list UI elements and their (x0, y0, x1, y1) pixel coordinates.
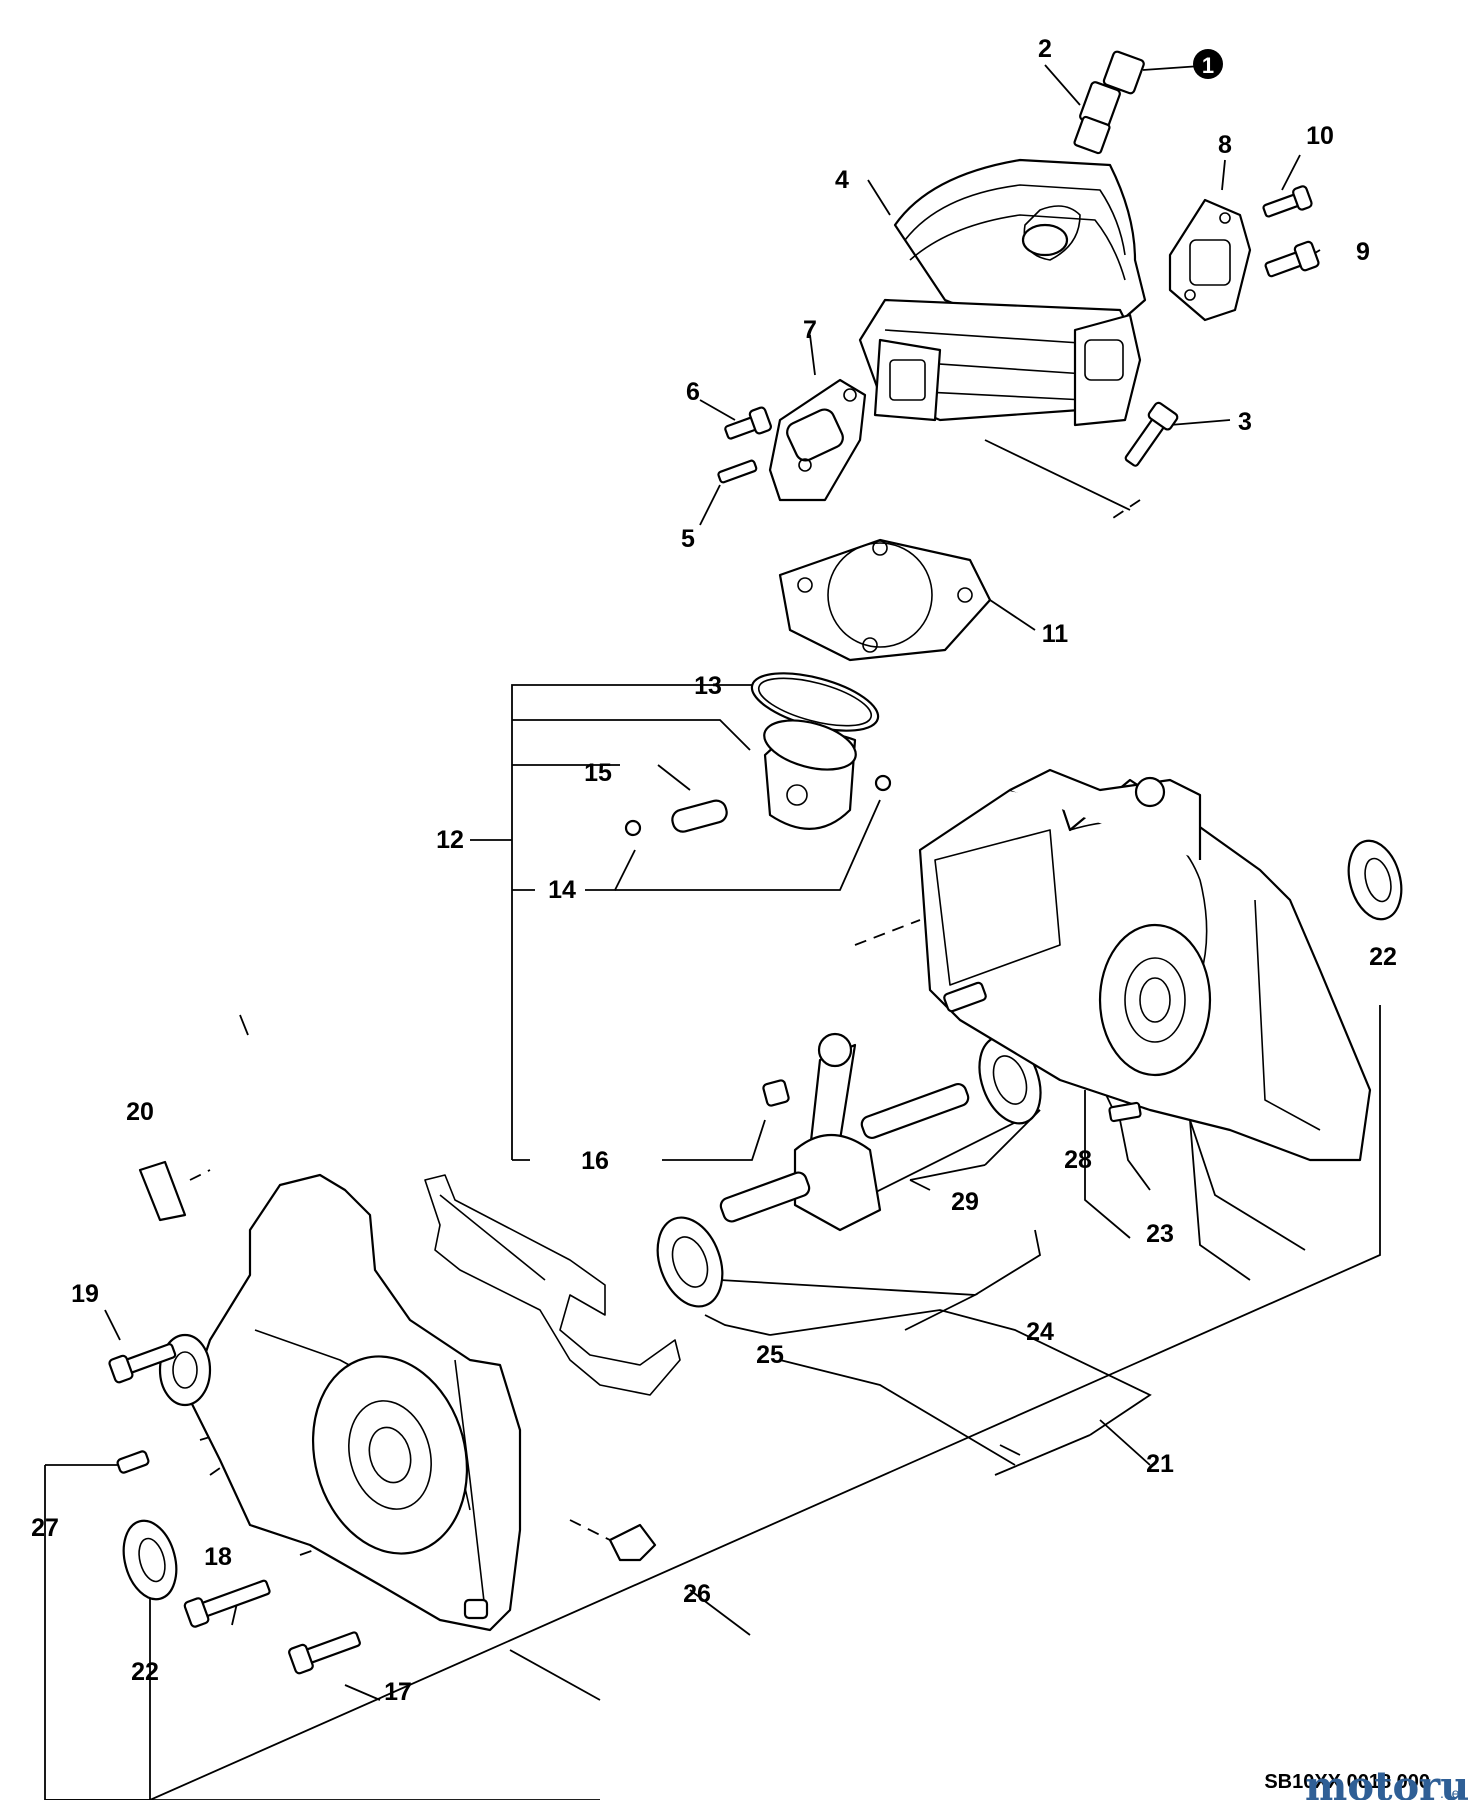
callout-1-badge (1193, 49, 1223, 79)
callout-17: 17 (384, 1678, 412, 1706)
part-20-tag (138, 1160, 187, 1222)
watermark-logo: motoruf .de (1305, 1763, 1468, 1800)
watermark-suffix: .de (1440, 1785, 1460, 1800)
callout-22-right: 22 (1369, 943, 1397, 971)
screw-parts (717, 185, 1320, 484)
callout-14: 14 (548, 876, 576, 904)
callout-15: 15 (584, 759, 612, 787)
part-16-bearing (762, 1079, 790, 1107)
callout-numbers: 1 2 3 4 5 6 7 8 9 10 11 12 13 14 15 16 1… (31, 35, 1397, 1706)
part-11-gasket (778, 538, 992, 662)
part-29-crankshaft (719, 1032, 970, 1232)
part-8-plate (1168, 198, 1252, 322)
part-7-flange (768, 378, 867, 502)
part-14-clips (624, 774, 892, 837)
callout-2: 2 (1038, 35, 1052, 63)
part-1-plug (1073, 50, 1145, 155)
callout-28: 28 (1064, 1146, 1092, 1174)
callout-23: 23 (1146, 1220, 1174, 1248)
callout-4: 4 (835, 166, 849, 194)
part-4-cylinder (858, 158, 1147, 427)
callout-21: 21 (1146, 1450, 1174, 1478)
callout-20: 20 (126, 1098, 154, 1126)
callout-11: 11 (1042, 620, 1069, 648)
part-25-gasket (424, 1174, 681, 1396)
callout-12: 12 (436, 826, 464, 854)
callout-10: 10 (1306, 122, 1334, 150)
piston (763, 719, 857, 830)
callout-24: 24 (1026, 1318, 1054, 1346)
part-21-crankcase-left (158, 1173, 522, 1632)
callout-5: 5 (681, 525, 695, 553)
callout-1: 1 (1202, 53, 1214, 78)
lower-screws (108, 1343, 657, 1675)
leader-lines (44, 64, 1381, 1800)
callout-18: 18 (204, 1543, 232, 1571)
part-22-seals (122, 839, 1403, 1601)
callout-13: 13 (694, 672, 722, 700)
part-28-crankcase-right (918, 768, 1372, 1162)
callout-7: 7 (803, 316, 817, 344)
callout-27: 27 (31, 1514, 59, 1542)
callout-16: 16 (581, 1147, 609, 1175)
callout-26: 26 (683, 1580, 711, 1608)
drawing-number: SB10XX 0018 000 (1264, 1771, 1430, 1793)
callout-19: 19 (71, 1280, 99, 1308)
part-15-pin (671, 799, 728, 833)
callout-6: 6 (686, 378, 700, 406)
callout-3: 3 (1238, 408, 1252, 436)
watermark-text: motoruf (1305, 1763, 1468, 1800)
callout-29: 29 (951, 1188, 979, 1216)
callout-25: 25 (756, 1341, 784, 1369)
callout-22-left: 22 (131, 1658, 159, 1686)
callout-9: 9 (1356, 238, 1370, 266)
callout-8: 8 (1218, 131, 1232, 159)
